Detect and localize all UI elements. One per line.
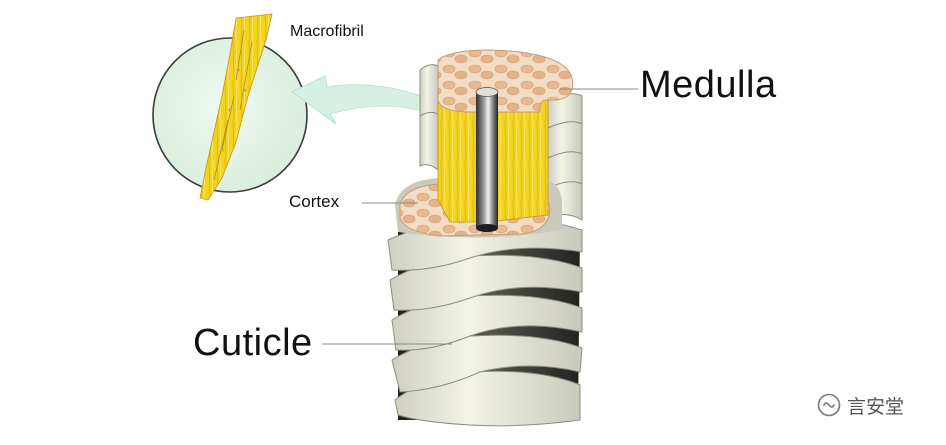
upper-cross-section: [437, 49, 574, 113]
cuticle-label: Cuticle: [193, 322, 313, 364]
macrofibril-strand: [199, 13, 273, 201]
medulla-label: Medulla: [640, 64, 777, 106]
medulla-rod: [475, 87, 499, 232]
watermark: 言安堂: [817, 388, 904, 422]
watermark-text: 言安堂: [847, 396, 905, 418]
hair-shaft: [387, 49, 583, 427]
cortex-label: Cortex: [289, 192, 340, 211]
wechat-official-account-icon: [817, 393, 841, 417]
macrofibril-label: Macrofibril: [290, 23, 364, 40]
pointer-arrow: [291, 75, 441, 125]
